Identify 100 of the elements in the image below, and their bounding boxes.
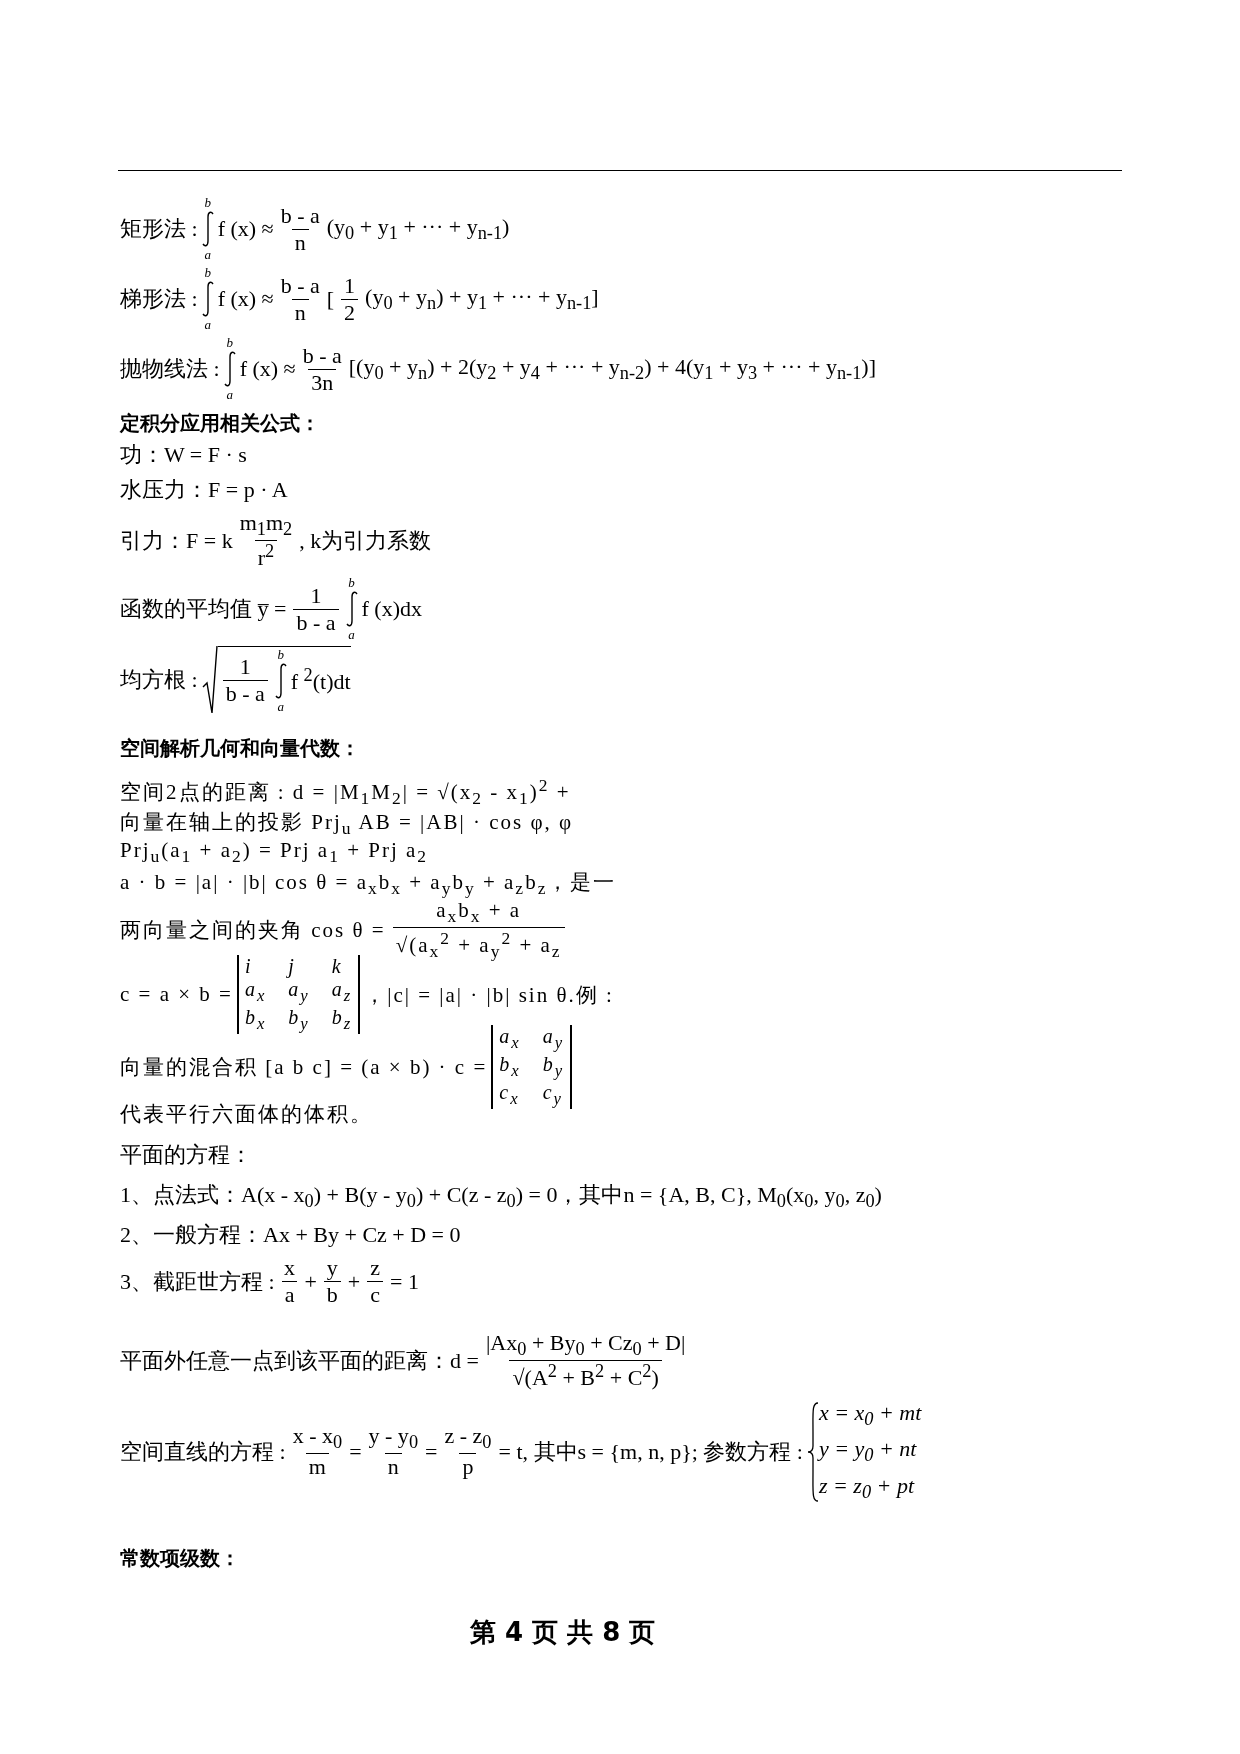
fraction-denominator: 3n [308, 368, 337, 396]
formula-text: 空间直线的方程 : [120, 1437, 286, 1466]
formula-text: , k为引力系数 [299, 526, 432, 555]
formula-text: c = a × b = [120, 982, 233, 1007]
matrix-entry: c$_{y}$ [542, 1081, 564, 1109]
fraction-numerator: b - a [280, 272, 320, 299]
equation-text: z = z$_{0}$ + pt [818, 1472, 916, 1504]
matrix-entry: a$_{y}$ [542, 1025, 565, 1053]
matrix-entry: a$_{x}$ [244, 978, 267, 1006]
fraction-numerator: m$_{1}$m$_{2}$ [239, 510, 293, 541]
formula-text: + [347, 1268, 361, 1295]
matrix-entry: a$_{y}$ [288, 978, 310, 1006]
fraction-numerator: z - z$_{0}$ [444, 1422, 492, 1454]
formula-text: 代表平行六面体的体积。 [120, 1101, 373, 1128]
formula-text: 抛物线法 : [120, 355, 220, 383]
integral-lower-limit: a [226, 387, 233, 403]
formula-text: 第 4 页 共 8 页 [470, 1616, 656, 1649]
integral-upper-limit: b [204, 265, 211, 281]
fraction-denominator: b - a [222, 680, 268, 707]
matrix-entry: a$_{x}$ [499, 1025, 521, 1053]
fraction-denominator: b [323, 1281, 341, 1308]
fraction-numerator: b - a [280, 202, 320, 229]
formula-text: f (x) ≈ [239, 356, 296, 382]
fraction-denominator: 2 [341, 298, 359, 326]
matrix-entry: b$_{z}$ [331, 1006, 353, 1034]
formula-text: f $^{2}$(t)dt [290, 665, 351, 696]
formula-text: 均方根 : [120, 666, 198, 694]
formula-text: 向量的混合积 [a b c] = (a × b) · c = [120, 1054, 488, 1081]
matrix-entry: b$_{y}$ [542, 1053, 565, 1081]
matrix-entry: b$_{x}$ [499, 1053, 521, 1081]
fraction-denominator: n [384, 1453, 402, 1481]
fraction-numerator: 1 [310, 582, 322, 609]
fraction-denominator: a [281, 1281, 298, 1308]
matrix-entry: j [288, 955, 297, 978]
formula-text: (y$_{0}$ + y$_{1}$ + ··· + y$_{n-1}$) [326, 213, 510, 245]
matrix-entry: b$_{y}$ [288, 1006, 310, 1034]
fraction-numerator: a$_{x}$b$_{x}$ + a [436, 898, 522, 928]
equation-text: x = x$_{0}$ + mt [818, 1400, 922, 1431]
formula-text: 3、截距世方程 : [120, 1267, 275, 1296]
fraction-numerator: y [326, 1255, 338, 1281]
formula-text: = [425, 1438, 438, 1465]
formula-text: 空间解析几何和向量代数： [120, 735, 360, 762]
formula-text: 两向量之间的夹角 cos θ = [120, 917, 386, 945]
formula-text: 梯形法 : [120, 285, 198, 313]
fraction-denominator: n [291, 298, 309, 326]
formula-text: 向量在轴上的投影 Prj$_{u}$ AB = |AB| · cos φ, φ [120, 809, 574, 840]
integral-lower-limit: a [277, 698, 284, 715]
integral-upper-limit: b [277, 646, 284, 663]
integral-lower-limit: a [204, 247, 211, 263]
integral-lower-limit: a [204, 317, 211, 333]
fraction-numerator: 1 [344, 272, 356, 299]
formula-text: 2、一般方程：Ax + By + Cz + D = 0 [120, 1221, 461, 1249]
fraction-denominator: n [291, 228, 309, 256]
formula-text: Prj$_{u}$(a$_{1}$ + a$_{2}$) = Prj a$_{1}$ + Prj a$_{2}$ [120, 838, 429, 868]
formula-text: + [304, 1268, 317, 1295]
equation-text: y = y$_{0}$ + nt [818, 1436, 918, 1467]
formula-text: = [349, 1438, 362, 1465]
formula-text: 平面外任意一点到该平面的距离：d = [120, 1346, 479, 1375]
fraction-denominator: √(A$^{2}$ + B$^{2}$ + C$^{2}$) [509, 1360, 662, 1392]
matrix-entry: k [331, 955, 344, 978]
fraction-numerator: x - x$_{0}$ [292, 1422, 343, 1454]
formula-text: 常数项级数： [120, 1545, 240, 1572]
fraction-denominator: b - a [293, 608, 339, 636]
formula-text: 引力：F = k [120, 526, 233, 555]
integral-upper-limit: b [226, 335, 233, 351]
fraction-denominator: r$^{2}$ [254, 540, 278, 572]
formula-text: [ [326, 286, 335, 312]
formula-text: (y$_{0}$ + y$_{n}$) + y$_{1}$ + ··· + y$_{n-1}$] [365, 283, 599, 315]
formula-text: 函数的平均值 y̅ = [120, 595, 287, 623]
fraction-denominator: m [305, 1453, 329, 1481]
formula-text: [(y$_{0}$ + y$_{n}$) + 2(y$_{2}$ + y$_{4}$ + ··· + y$_{n-2}$) + 4(y$_{1}$ + y$_{3}$ + ··· + y$_{n-1}$)] [348, 353, 876, 385]
fraction-numerator: x [284, 1255, 295, 1281]
formula-text: = 1 [390, 1268, 419, 1295]
formula-text: f (x) ≈ [217, 216, 274, 242]
fraction-numerator: z [370, 1255, 380, 1281]
formula-text: ，|c| = |a| · |b| sin θ.例 : [364, 981, 614, 1009]
formula-text: 平面的方程： [120, 1141, 252, 1169]
fraction-denominator: p [459, 1453, 477, 1481]
integral-lower-limit: a [348, 627, 355, 643]
fraction-numerator: b - a [302, 342, 342, 369]
matrix-entry: b$_{x}$ [244, 1006, 267, 1034]
fraction-denominator: c [367, 1281, 383, 1308]
matrix-entry: c$_{x}$ [499, 1081, 521, 1109]
formula-text: 1、点法式：A(x - x$_{0}$) + B(y - y$_{0}$) + C(z - z$_{0}$) = 0，其中n = {A, B, C}, M$_{0}$(x$_{0}$, y$_{0}$, z$_{0}$) [120, 1181, 882, 1213]
formula-text: f (x) ≈ [217, 286, 274, 312]
formula-text: 空间2点的距离 : d = |M$_{1}$M$_{2}$| = √(x$_{2}$ - x$_{1}$)$^{2}$ + [120, 775, 571, 810]
formula-text: 功：W = F · s [120, 441, 247, 469]
formula-text: 矩形法 : [120, 215, 198, 243]
fraction-numerator: y - y$_{0}$ [368, 1422, 419, 1454]
integral-upper-limit: b [204, 195, 211, 211]
formula-text: 水压力：F = p · A [120, 476, 288, 504]
formula-text: a · b = |a| · |b| cos θ = a$_{x}$b$_{x}$ + a$_{y}$b$_{y}$ + a$_{z}$b$_{z}$，是一 [120, 869, 617, 900]
matrix-entry: i [244, 955, 254, 978]
fraction-numerator: 1 [239, 654, 251, 680]
formula-text: f (x)dx [361, 596, 422, 622]
formula-text: 定积分应用相关公式： [120, 410, 320, 437]
integral-upper-limit: b [348, 575, 355, 591]
fraction-numerator: |Ax$_{0}$ + By$_{0}$ + Cz$_{0}$ + D| [485, 1330, 686, 1361]
fraction-denominator: √(a$_{x}$$^{2}$ + a$_{y}$$^{2}$ + a$_{z}$ [392, 927, 565, 963]
matrix-entry: a$_{z}$ [331, 978, 353, 1006]
